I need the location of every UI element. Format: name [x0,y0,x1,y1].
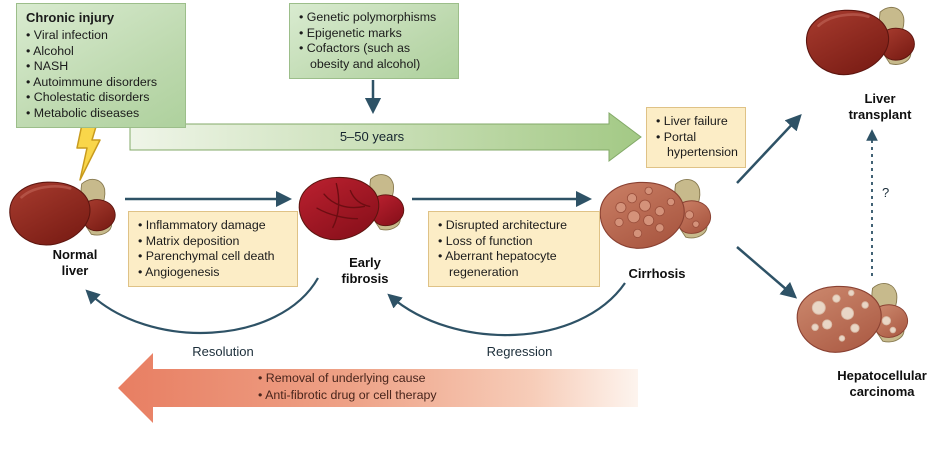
liver-highlight [817,13,870,28]
list-item: Matrix deposition [138,234,288,250]
fibrotic-vessels [316,182,371,229]
therapy-text: Removal of underlying cause Anti-fibroti… [258,370,528,404]
normal-liver-illustration [9,178,116,246]
transplant-liver-illustration [806,6,915,76]
regression-arrow [387,282,626,337]
stage-label-normal-liver: Normal liver [52,247,98,278]
decompensation-box: Liver failure Portal hypertension [646,107,746,168]
list-item: Cholestatic disorders [26,90,176,106]
list-item: Parenchymal cell death [138,249,288,265]
list-item: Inflammatory damage [138,218,288,234]
timeline-label: 5–50 years [339,129,405,144]
box-title: Chronic injury [26,10,115,25]
list-item: Epigenetic marks [299,26,449,42]
liver-highlight [20,185,72,199]
cirrhosis-features-box: Disrupted architecture Loss of function … [428,211,600,287]
liver-left-lobe [806,9,890,76]
list-item: Angiogenesis [138,265,288,281]
list-item: Loss of function [438,234,590,250]
list-item: Aberrant hepatocyte regeneration [438,249,590,280]
regression-label: Regression [486,344,553,359]
cofactors-box: Genetic polymorphisms Epigenetic marks C… [289,3,459,79]
list-item: Portal hypertension [656,130,738,161]
list-item: Anti-fibrotic drug or cell therapy [258,387,528,404]
liver-left-lobe [9,181,91,246]
uncertainty-question-mark: ? [882,185,890,200]
stage-label-early-fibrosis: Early fibrosis [341,255,389,286]
list-item: Viral infection [26,28,176,44]
list-item: Removal of underlying cause [258,370,528,387]
list-item: Alcohol [26,44,176,60]
hcc-liver-illustration [796,283,909,353]
resolution-label: Resolution [192,344,254,359]
list-item: Liver failure [656,114,736,130]
chronic-injury-box: Chronic injury Viral infection Alcohol N… [16,3,186,129]
list-item: NASH [26,59,176,75]
stage-label-liver-transplant: Liver transplant [848,91,912,122]
stage-label-cirrhosis: Cirrhosis [628,266,686,281]
list-item: Autoimmune disorders [26,75,176,91]
early-fibrosis-liver-illustration [298,174,405,241]
tumour-nodules [811,289,897,342]
cirrhotic-nodules [614,186,700,239]
arrow-cirrhosis-to-transplant [736,114,802,184]
list-item: Disrupted architecture [438,218,590,234]
cirrhosis-liver-illustration [599,179,712,249]
list-item: Cofactors (such as obesity and alcohol) [299,41,449,72]
list-item: Genetic polymorphisms [299,10,449,26]
liver-left-lobe [599,181,685,249]
list-item: Metabolic diseases [26,106,176,122]
fibrosis-processes-box: Inflammatory damage Matrix deposition Pa… [128,211,298,287]
stage-label-hepatocellular-carcinoma: Hepatocellular carcinoma [837,368,927,399]
